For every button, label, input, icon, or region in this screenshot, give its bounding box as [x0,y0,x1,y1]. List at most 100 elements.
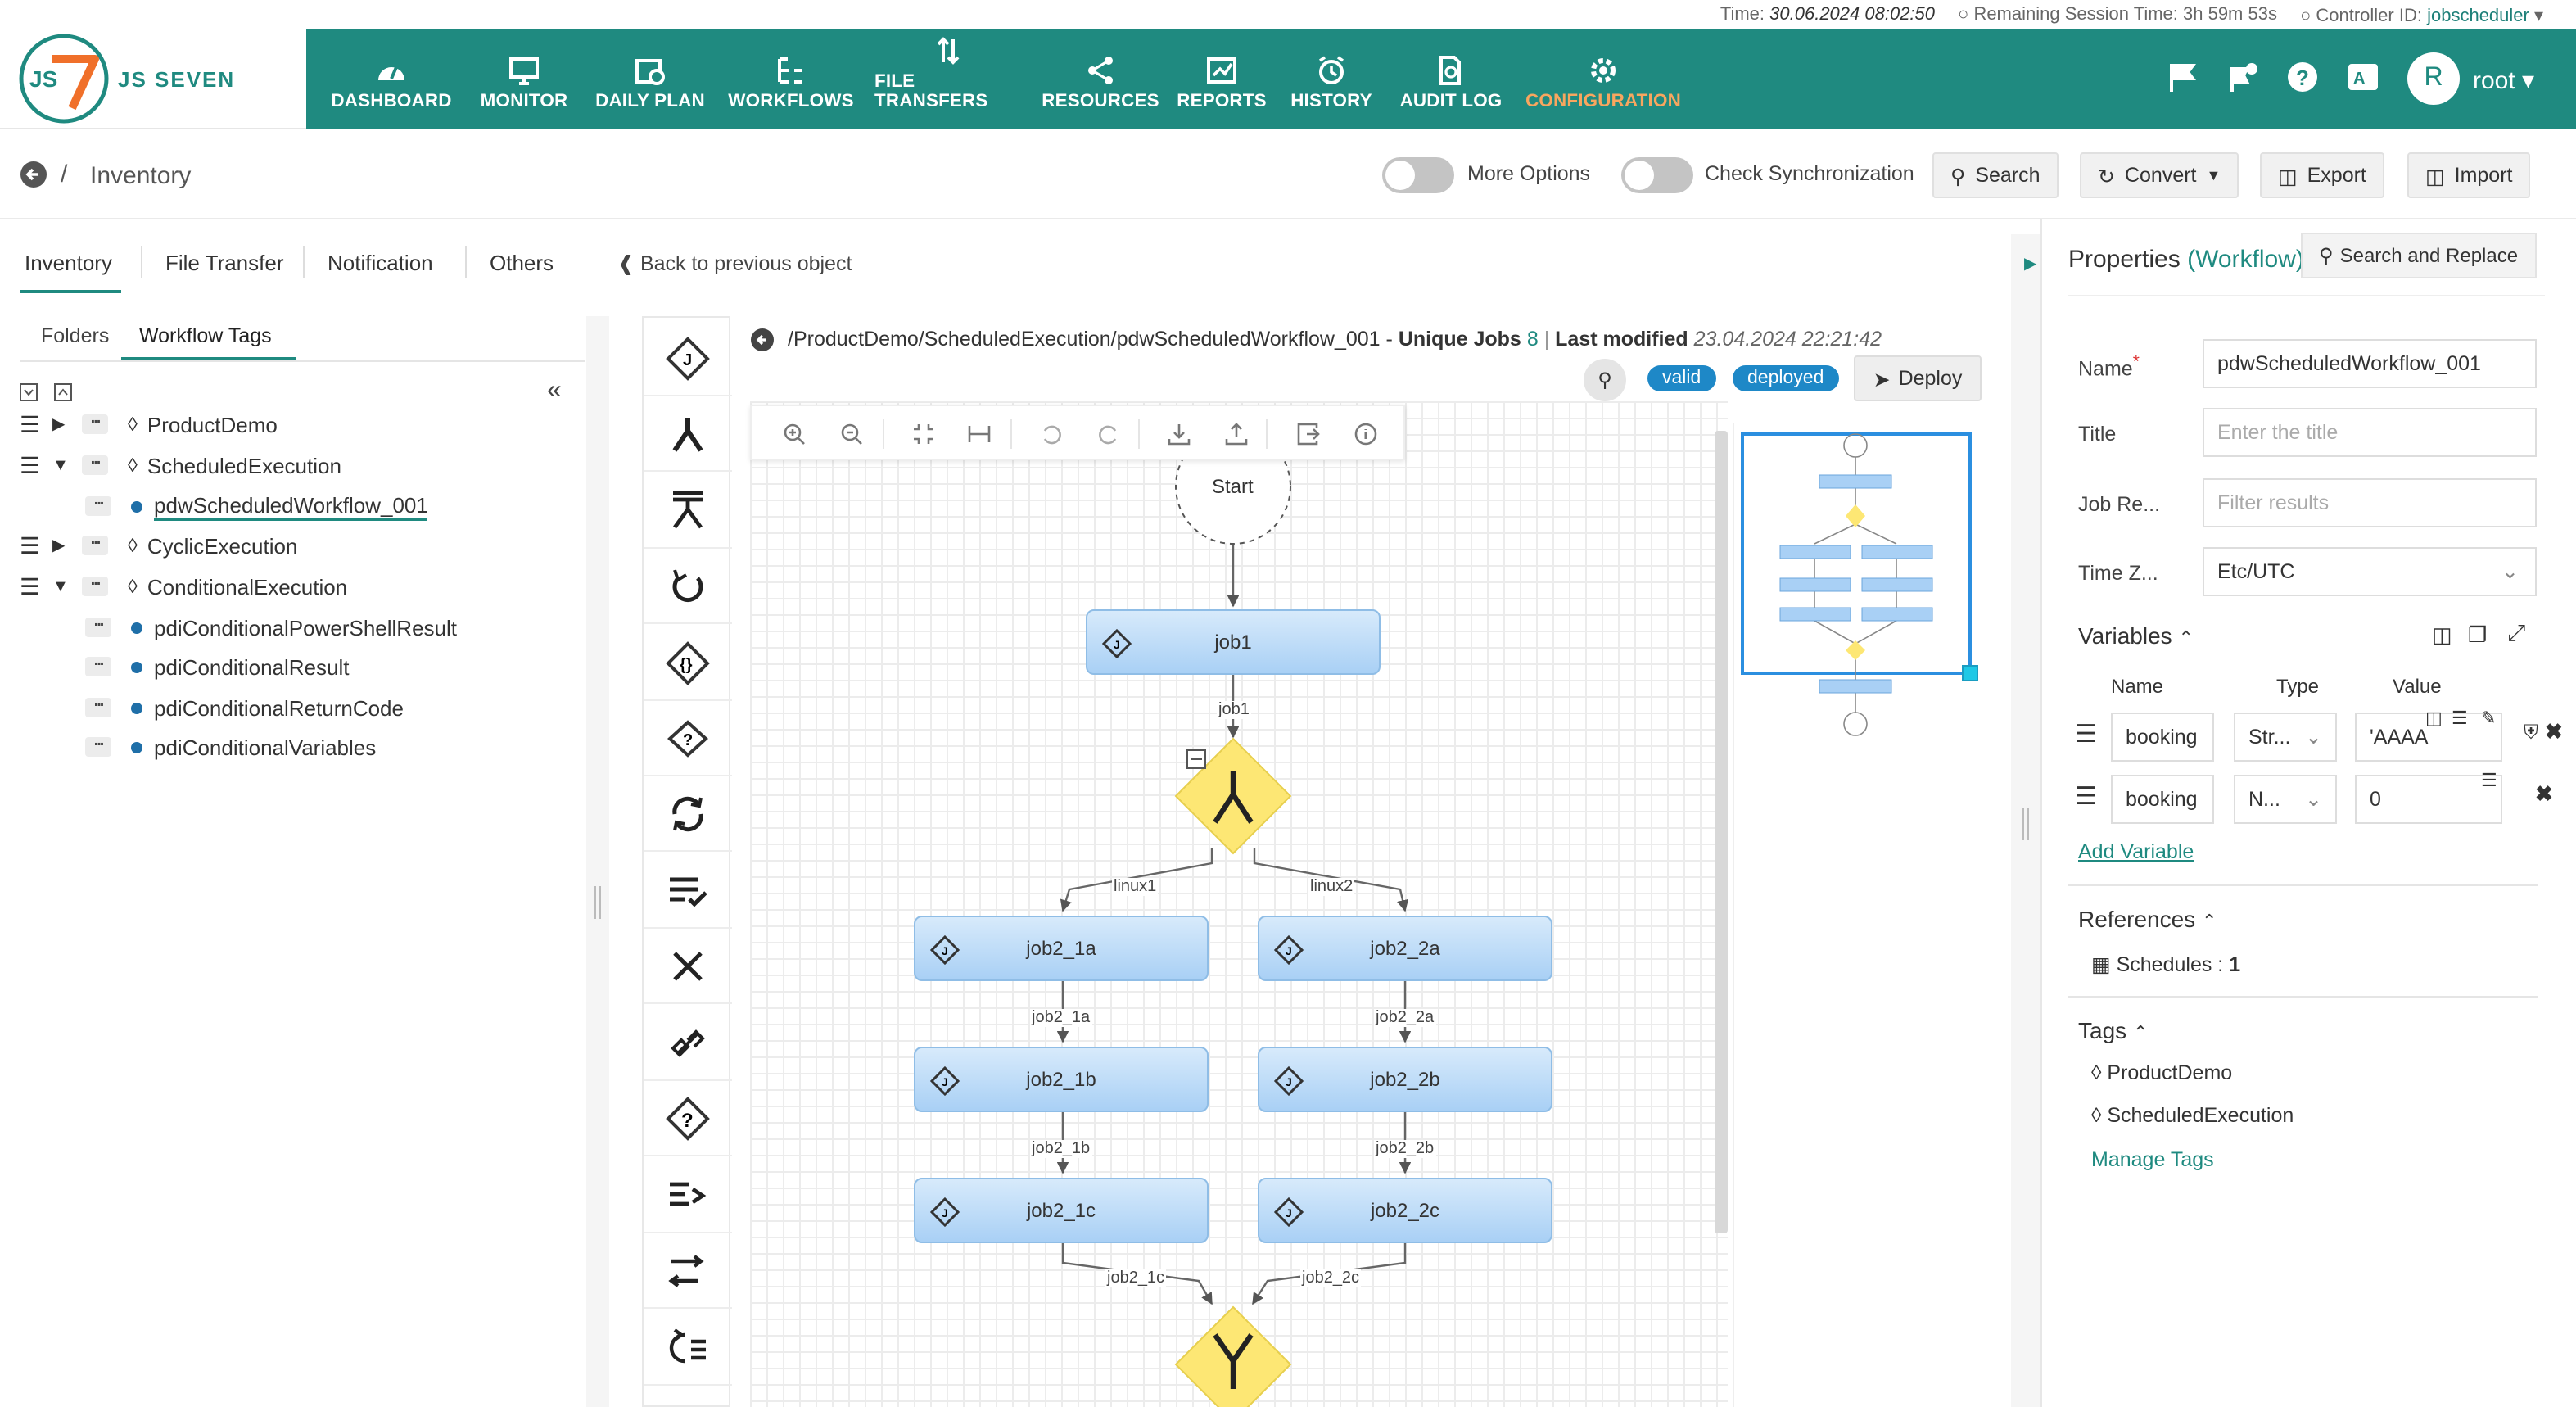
expand-icon[interactable]: ⤢ [2507,619,2526,645]
more-icon[interactable]: ... [82,451,108,475]
drag-handle-icon[interactable]: ☰ [20,451,41,477]
canvas-scrollbar[interactable] [1715,431,1728,1233]
caret-down-icon[interactable]: ▼ [52,577,69,595]
shield-icon[interactable]: ⛨ [2524,721,2539,744]
export-image-icon[interactable] [1297,423,1320,446]
if-tool[interactable]: {} [644,626,732,701]
panel-resizer[interactable] [586,316,609,1407]
more-icon[interactable]: ... [85,694,111,717]
edit-icon[interactable]: ✎ [2481,709,2497,729]
retry-tool[interactable] [644,549,732,624]
tree-item-pdwscheduledworkflow[interactable]: ...pdwScheduledWorkflow_001 [85,488,428,524]
more-icon[interactable]: ... [82,410,108,434]
tree-item-cyclicexecution[interactable]: ☰▶...◊CyclicExecution [20,527,297,563]
tree-item-scheduledexecution[interactable]: ☰▼...◊ScheduledExecution [20,447,341,483]
drag-handle-icon[interactable]: ☰ [20,572,41,599]
var-value-field[interactable]: 'AAAA [2355,713,2502,762]
info-icon[interactable] [1354,423,1377,446]
collapse-panel-icon[interactable]: « [547,377,562,405]
copy-icon[interactable]: ◫ [2425,709,2443,729]
export-button[interactable]: ◫Export [2260,152,2384,198]
name-field[interactable]: pdwScheduledWorkflow_001 [2203,339,2537,388]
variables-header[interactable]: Variables ⌃ [2078,622,2194,649]
help-icon[interactable]: ? [2286,61,2319,93]
user-menu[interactable]: root ▾ [2473,67,2535,95]
search-button[interactable]: ⚲Search [1932,152,2059,198]
import-button[interactable]: ◫Import [2407,152,2531,198]
list-icon[interactable]: ☰ [2481,771,2497,791]
more-icon[interactable]: ... [82,572,108,596]
more-options-toggle[interactable] [1382,157,1454,193]
language-icon[interactable]: A [2347,61,2379,93]
convert-button[interactable]: ↻Convert▼ [2080,152,2239,198]
prompt-tool[interactable]: ? [644,1081,732,1156]
var-type-select[interactable]: Str...⌄ [2234,713,2337,762]
references-header[interactable]: References ⌃ [2078,906,2217,932]
nav-monitor[interactable]: MONITOR [473,29,575,129]
fork-tool[interactable] [644,396,732,472]
more-icon[interactable]: ... [85,492,111,516]
tab-others[interactable]: Others [490,251,554,275]
list-icon[interactable]: ☰ [2452,709,2468,729]
right-panel-splitter[interactable]: ▶ [2011,234,2040,1407]
sticky-subagent-tool[interactable] [644,1310,732,1386]
more-icon[interactable]: ... [85,653,111,676]
nav-resources[interactable]: RESOURCES [1042,29,1159,129]
undo-icon[interactable] [1040,423,1063,446]
remove-variable-icon[interactable]: ✖ [2535,781,2553,806]
upload-icon[interactable] [1225,423,1248,446]
nav-reports[interactable]: REPORTS [1176,29,1268,129]
fork-list-tool[interactable] [644,473,732,549]
drag-handle-icon[interactable]: ☰ [2075,721,2097,749]
tab-notification[interactable]: Notification [328,251,433,275]
manage-tags-link[interactable]: Manage Tags [2091,1148,2214,1171]
cycle-shuffle-tool[interactable] [644,1233,732,1309]
flag-settings-icon[interactable] [2227,61,2260,93]
job-tool[interactable]: J [644,321,732,396]
minimap-resize-handle[interactable] [1962,665,1978,681]
paste-variables-icon[interactable]: ❐ [2468,622,2488,647]
tree-item-workflow[interactable]: ...pdiConditionalVariables [85,729,376,765]
drag-handle-icon[interactable]: ☰ [2075,783,2097,811]
flag-icon[interactable] [2167,61,2199,93]
check-sync-toggle[interactable] [1621,157,1693,193]
redo-icon[interactable] [1097,423,1120,446]
expand-all-icon[interactable] [20,383,38,401]
tree-item-productdemo[interactable]: ☰▶...◊ProductDemo [20,406,278,442]
nav-daily-plan[interactable]: DAILY PLAN [593,29,707,129]
caret-down-icon[interactable]: ▼ [52,456,69,474]
fit-screen-icon[interactable] [912,423,935,446]
fail-tool[interactable] [644,929,732,1004]
download-icon[interactable] [1168,423,1191,446]
tab-inventory[interactable]: Inventory [25,251,112,275]
copy-variables-icon[interactable]: ◫ [2432,622,2452,647]
cycle-tool[interactable] [644,776,732,852]
nav-dashboard[interactable]: DASHBOARD [329,29,454,129]
subtab-folders[interactable]: Folders [41,324,110,347]
deploy-button[interactable]: ➤Deploy [1854,355,1982,401]
find-button[interactable]: ⚲ [1584,359,1626,401]
editor-back-icon[interactable] [750,328,775,352]
caret-right-icon[interactable]: ▶ [52,536,66,554]
var-type-select[interactable]: N...⌄ [2234,775,2337,824]
controller-select[interactable]: jobscheduler [2427,6,2529,25]
add-order-tool[interactable] [644,1158,732,1233]
var-name-field[interactable]: booking [2111,775,2214,824]
back-arrow-icon[interactable] [20,161,47,188]
drag-handle-icon[interactable]: ☰ [20,532,41,558]
nav-file-transfers[interactable]: FILE TRANSFERS [874,29,1022,129]
remove-variable-icon[interactable]: ✖ [2545,719,2563,744]
start-node-label[interactable]: Start [1212,475,1254,498]
drag-handle-icon[interactable]: ☰ [20,410,41,437]
tree-item-workflow[interactable]: ...pdiConditionalResult [85,649,350,685]
nav-configuration[interactable]: CONFIGURATION [1525,29,1682,129]
tab-file-transfer[interactable]: File Transfer [165,251,284,275]
nav-history[interactable]: HISTORY [1286,29,1377,129]
